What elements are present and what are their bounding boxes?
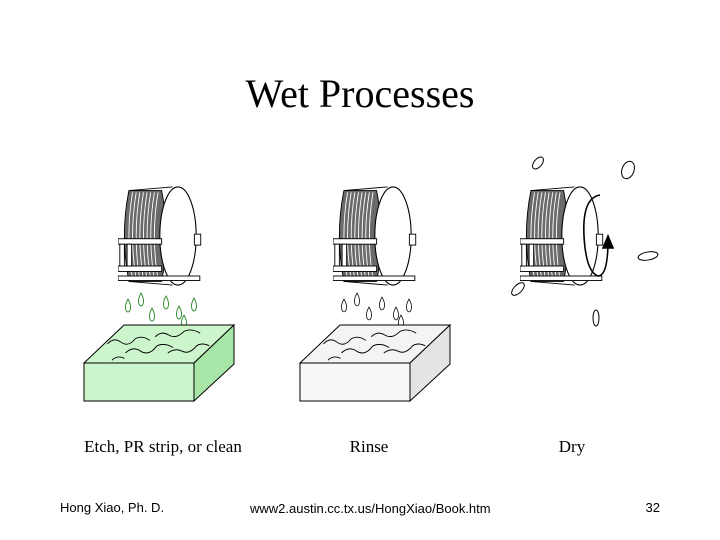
caption-rinse: Rinse xyxy=(349,437,389,456)
spin-arrow-icon xyxy=(583,194,615,277)
etch-wafer-cassette xyxy=(118,186,202,286)
footer-author: Hong Xiao, Ph. D. xyxy=(60,500,165,515)
etch-drops xyxy=(124,292,198,329)
slide-title: Wet Processes xyxy=(245,71,475,116)
rinse-wafer-cassette xyxy=(333,186,417,286)
etch-station xyxy=(82,186,236,403)
caption-etch: Etch, PR strip, or clean xyxy=(84,437,242,456)
caption-dry: Dry xyxy=(558,437,586,456)
etch-bath xyxy=(82,323,236,403)
page-number: 32 xyxy=(645,500,660,515)
dry-station xyxy=(511,156,659,327)
rinse-drops xyxy=(341,292,412,329)
footer-url: www2.austin.cc.tx.us/HongXiao/Book.htm xyxy=(250,501,491,516)
rinse-bath xyxy=(298,323,452,403)
flung-drops xyxy=(511,156,659,327)
rinse-station xyxy=(298,186,452,403)
